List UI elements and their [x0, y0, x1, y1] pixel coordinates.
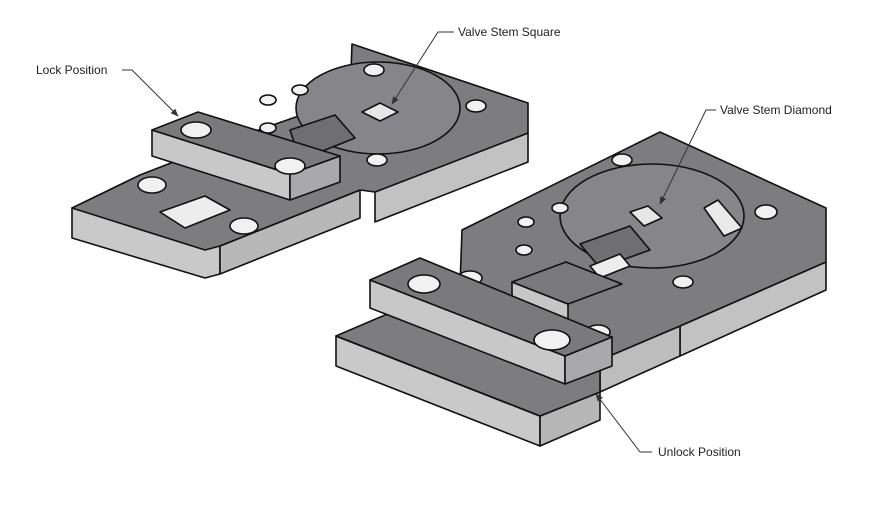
right-hole: [517, 216, 535, 228]
left-bar-hole: [180, 121, 212, 139]
left-hole: [363, 63, 385, 77]
right-base-split-line: [335, 335, 541, 417]
valve-stem-square-label: Valve Stem Square: [458, 25, 561, 39]
right-bar-hole: [407, 274, 441, 294]
right-valve-stem-diamond: [629, 205, 663, 227]
right-disk-cutout: [703, 199, 743, 237]
left-hole: [366, 153, 388, 167]
callout-leaders: [122, 31, 716, 453]
leader-unlock-position: [595, 393, 652, 453]
left-hole: [259, 94, 277, 106]
left-hole: [291, 84, 309, 96]
left-valve-stem-square: [361, 102, 399, 122]
left-bar-hole: [274, 157, 306, 175]
right-hole: [611, 153, 633, 167]
leader-valve-stem-diamond: [659, 109, 716, 205]
right-slider-tongue-top: [511, 261, 623, 305]
right-slot-channel: [579, 225, 651, 269]
unlock-position-label: Unlock Position: [658, 445, 741, 459]
right-hole: [515, 244, 533, 256]
left-base-slot: [159, 195, 231, 229]
right-hole: [754, 204, 778, 220]
lock-position-label: Lock Position: [36, 63, 108, 77]
leader-valve-stem-square: [391, 31, 454, 105]
left-hole: [229, 217, 259, 235]
lock-plate-left: [71, 43, 529, 279]
right-bar-hole: [533, 329, 571, 351]
right-hole: [672, 275, 694, 289]
valve-stem-diamond-label: Valve Stem Diamond: [720, 103, 832, 117]
right-hole: [551, 202, 569, 214]
lock-plate-right: [335, 131, 827, 447]
leader-lock-position: [122, 69, 179, 117]
left-hole: [465, 99, 487, 113]
left-hole: [137, 176, 167, 194]
